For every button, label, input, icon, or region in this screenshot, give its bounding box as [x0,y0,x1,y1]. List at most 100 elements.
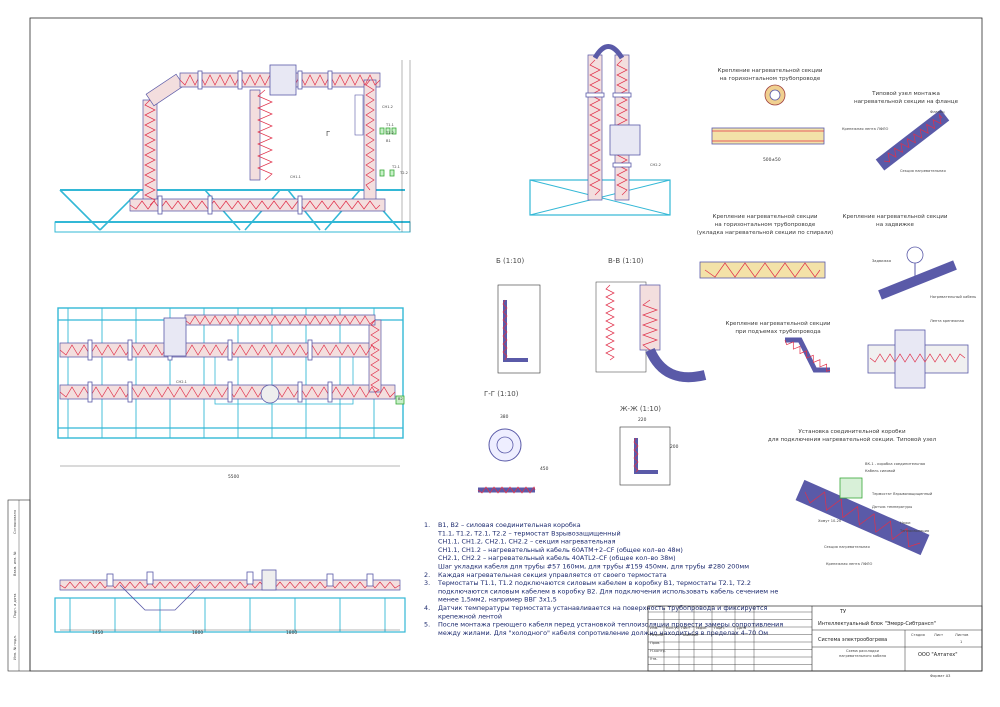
sec-b-heat [502,299,508,361]
tb-col-sheet: Лист [934,633,943,637]
tb-col-sheets: Листов [955,633,968,637]
note-line: Каждая нагревательная секция управляется… [438,571,667,579]
thermostat-box-1 [385,127,391,135]
frame-brace [59,189,101,231]
plan-flange-1 [127,339,133,361]
front-flange-0 [106,573,114,587]
tag-ch1-1: СН1.1 [290,175,301,179]
sec-g-heat [477,486,536,494]
tb-code: ТУ [839,609,846,615]
side-flange-1 [612,92,632,98]
tb-format: Формат А3 [930,674,950,678]
detail-title-line: нагревательной секции на фланце [854,98,959,105]
side-flange-0 [585,92,605,98]
caption-section-v: В-В (1:10) [608,257,644,265]
tb-drawing-2: нагревательного кабеля [839,654,886,658]
note-line: Т1.1, Т1.2, Т2.1, Т2.2 – термостат Взрыв… [437,529,621,537]
note-line: СН1.1, СН1.2, СН2.1, СН2.2 – секция нагр… [438,538,616,546]
plan-flange-6 [127,381,133,403]
detail-5-heat [784,339,831,372]
heat-cable-elev-left [144,99,156,206]
general-notes: 1.В1, В2 – силовая соединительная коробк… [424,521,783,637]
sec-g-bore [496,436,514,454]
sec-g-flange [488,428,522,462]
pipe-elev-lower [129,198,386,212]
tb-system: Система электрообогрева [818,637,887,643]
frame-brace [99,189,141,231]
tb-role: Дата [737,626,746,630]
flange-5 [207,195,213,215]
flange-6 [297,195,303,215]
note-number: 2. [424,571,430,579]
plan-flange-9 [327,381,333,403]
detail-3-heat [704,262,821,278]
detail-title-line: (укладка нагревательной секции по спирал… [697,229,833,236]
note-line: В1, В2 – силовая соединительная коробка [438,521,581,529]
tag-ch2-2: СН2.2 [650,163,661,167]
side-body [609,124,641,156]
detail-5-pipe [785,337,830,373]
detail-2-pipe [875,109,950,171]
note-line: После монтажа греющего кабеля перед уста… [438,621,783,629]
detail-label: Секция нагревательная [900,169,946,173]
note-line: подключаются силовым кабелем в коробку В… [438,587,778,595]
tb-sheet-val: 1 [960,640,962,644]
flange-2 [297,70,303,90]
title-block: ТУ Интеллектуальный блок "Эмерр-Сибтранс… [647,605,983,678]
thermostat-box-3 [379,169,385,177]
detail-4-wheel [906,246,924,264]
caption-section-zh: Ж-Ж (1:10) [620,405,661,413]
sec-v-frame [595,281,647,373]
note-number: 3. [424,579,430,587]
detail-label: Фланец [930,110,945,114]
detail-title-line: для подключения нагревательной секции. Т… [768,436,937,443]
detail-label: Датчик температуры [872,505,912,509]
flange-0 [197,70,203,90]
sec-v-heat-2 [641,299,659,351]
pipe-elev-bend [145,73,185,107]
heat-cable-elev-mid [257,89,273,181]
pipe-plan-1 [59,342,376,358]
plan-flange-0 [87,339,93,361]
flange-3 [327,70,333,90]
detail-7-pipe [795,479,930,556]
front-trap [119,584,201,611]
front-frame [54,597,406,633]
detail-label: Крепежная лента ЛФЛО [842,127,888,131]
sec-b-frame [497,284,541,374]
detail-title-line: при подъемах трубопровода [735,329,820,335]
front-flange-3 [326,573,334,587]
note-line: Термостаты Т1.1, Т1.2 подключаются силов… [437,579,751,587]
dim-gg-height: 450 [540,466,549,472]
plan-frame-outer [57,307,404,439]
tb-drawing-1: Схема раскладки [846,649,880,653]
detail-title-line: на горизонтальном трубопроводе [715,222,816,228]
tag-ch1-2: СН1.2 [382,105,393,109]
dim-front-1: 1450 [92,630,103,636]
sec-b-pipe [503,300,528,362]
detail-label: Хомут 10-20 [818,519,842,523]
detail-label: Лента крепежная [930,319,964,323]
dim-front-3: 1800 [286,630,297,636]
plan-flange-7 [227,381,233,403]
front-valve [261,569,277,591]
tb-role: Подп. [714,626,725,630]
sec-zh-pipe [634,438,658,474]
heat-cable-plan-3 [184,315,376,325]
detail-7-box [839,477,863,499]
heat-cable-side-left [589,59,601,196]
detail-title-line: Крепление нагревательной секции [718,67,823,74]
frame-base [54,221,411,233]
detail-title-line: Крепление нагревательной секции [843,213,948,220]
sec-v-elbow [645,347,707,383]
front-flange-1 [146,571,154,585]
tag-t2-2: Т2.2 [399,171,408,175]
plan-box-b2 [395,395,405,405]
sheet-border [29,17,983,672]
dim-zh-width: 220 [638,417,647,423]
detail-4-pipe [878,260,957,300]
thermostat-box-0 [379,127,385,135]
tb-row-label: Н.контр. [650,649,666,653]
